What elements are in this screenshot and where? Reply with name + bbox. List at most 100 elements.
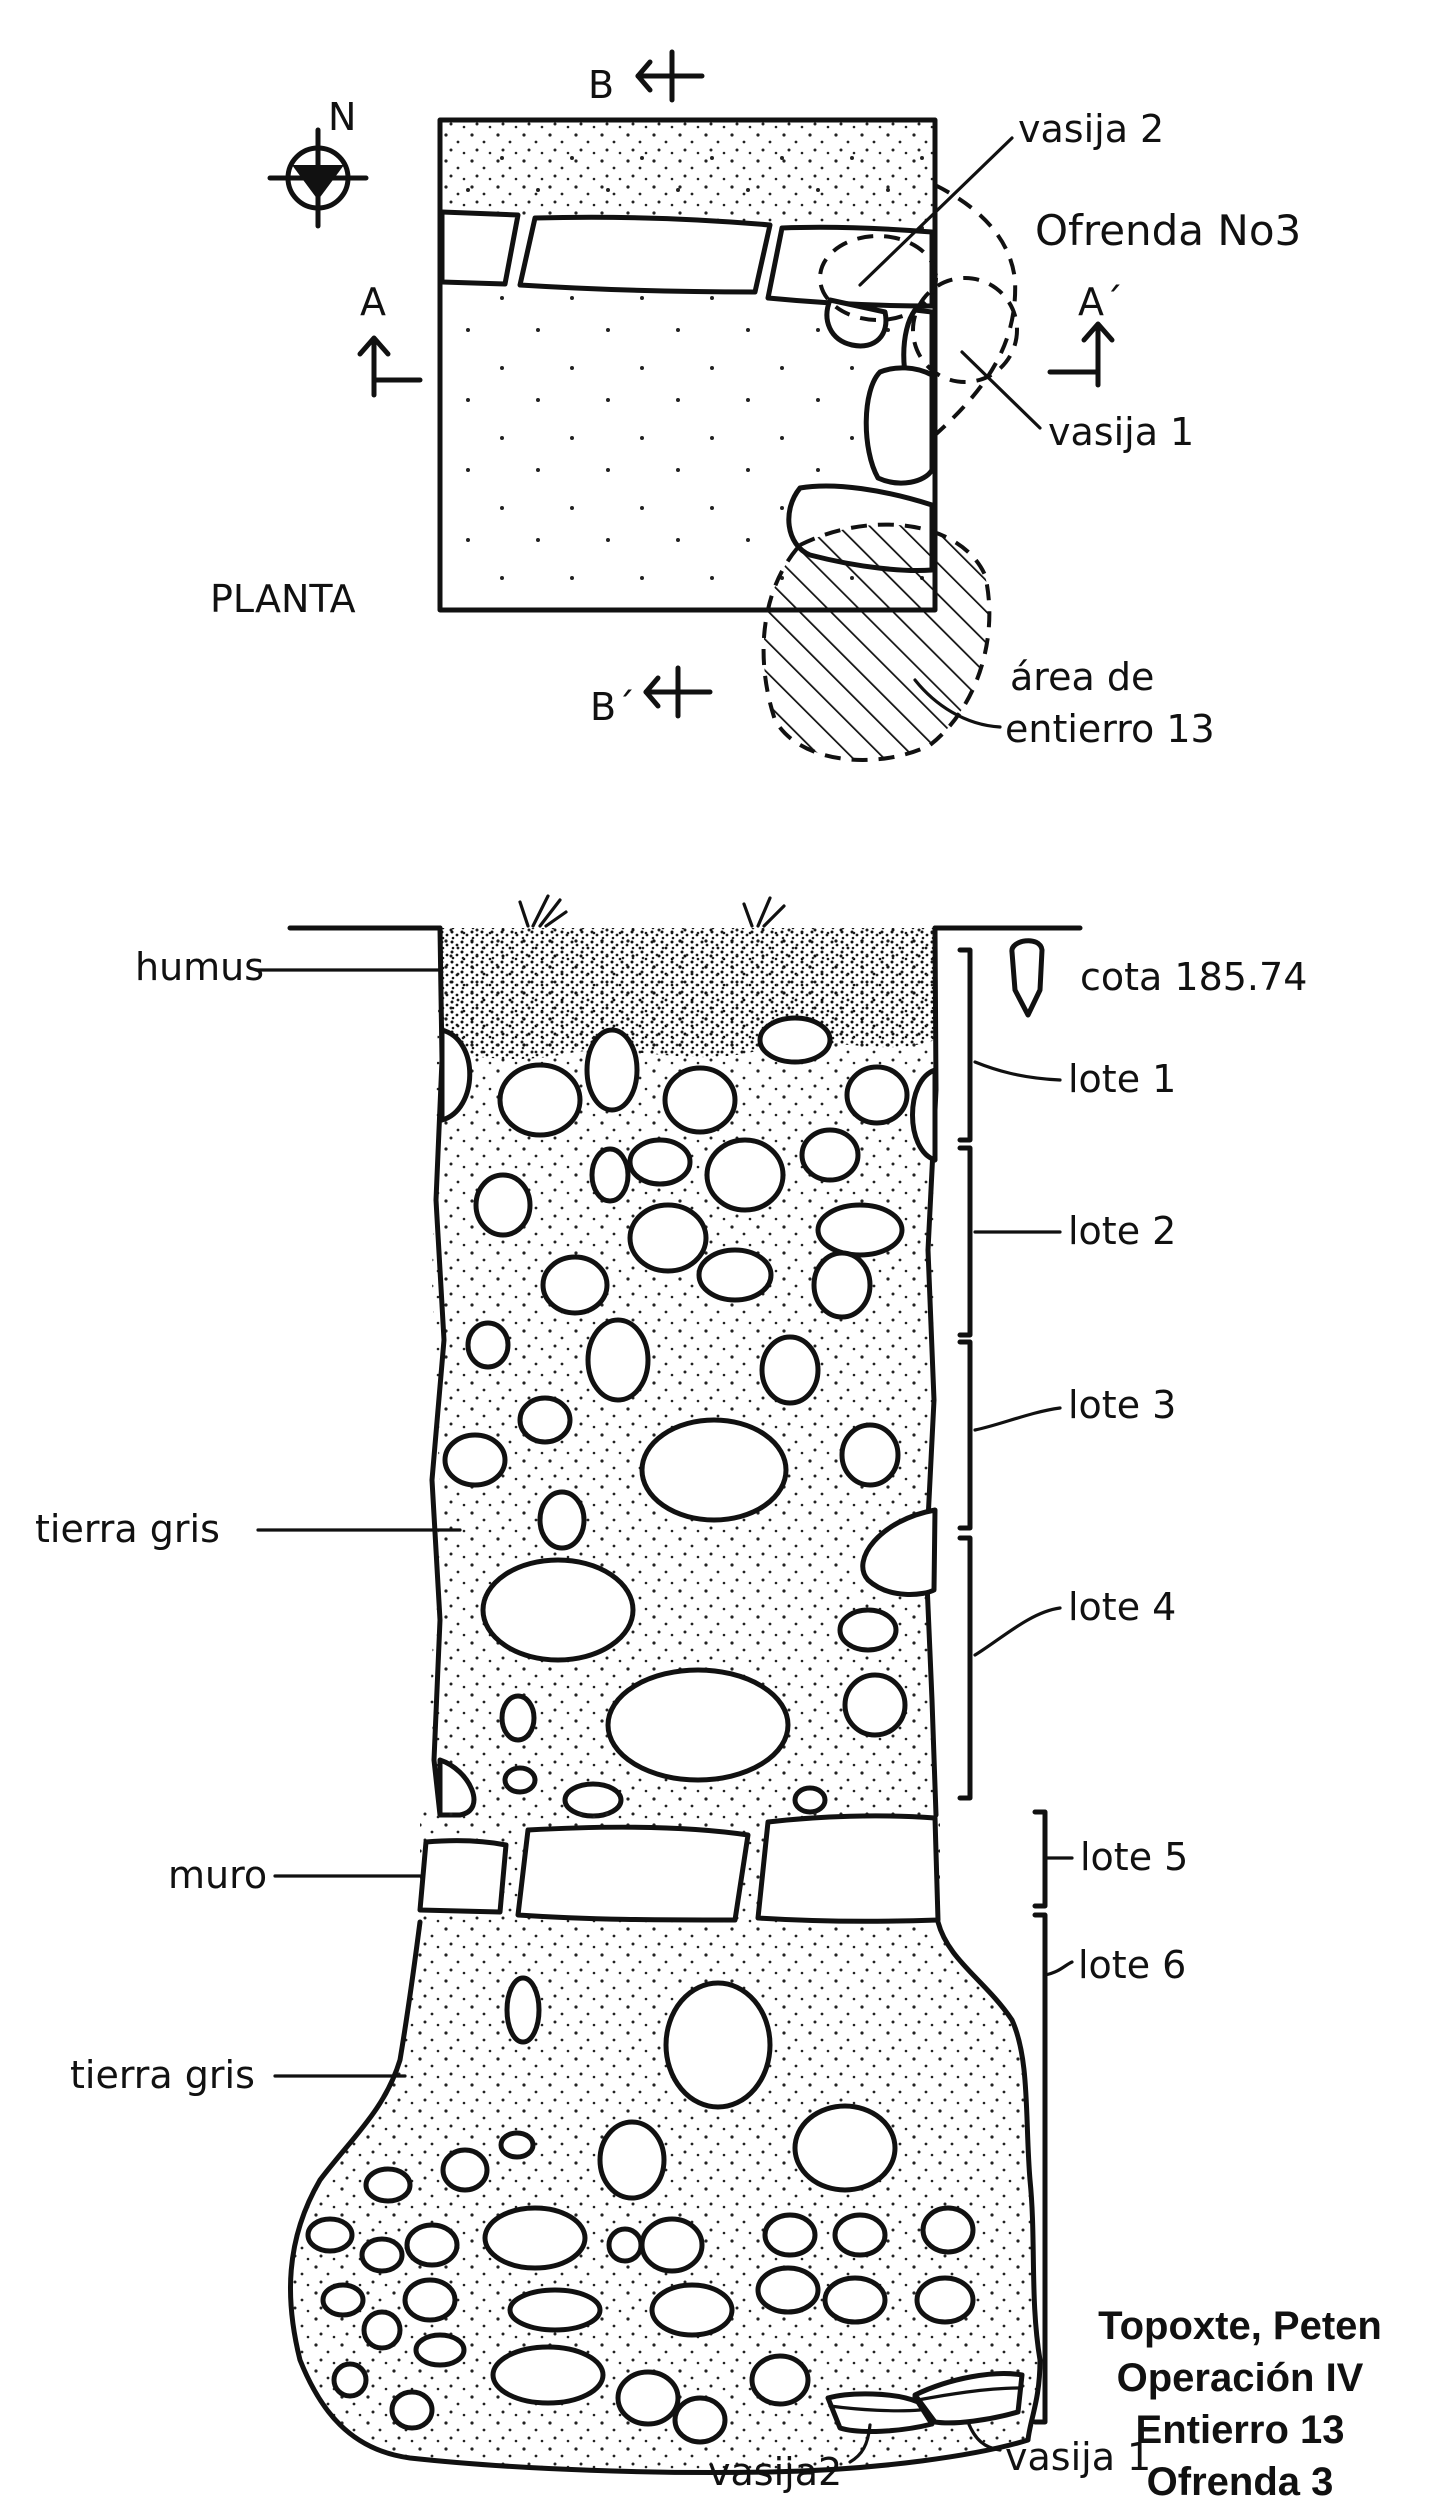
bracket-lote-1 (957, 947, 973, 1143)
stone (822, 2275, 888, 2325)
vessel-2-outline (818, 234, 938, 322)
plan-wall-stone-2 (517, 214, 773, 295)
north-label: N (328, 95, 356, 139)
lower-chamber-stones (305, 1975, 976, 2445)
bracket-lote-2 (957, 1145, 973, 1338)
site-title-block: Topoxte, Peten Operación IV Entierro 13 … (1060, 2300, 1420, 2508)
offering-label: Ofrenda No3 (1035, 206, 1301, 255)
section-vessel-1 (912, 2371, 1025, 2426)
burial-leader (913, 678, 1002, 729)
section-marker-b-top: B (588, 49, 705, 107)
stone (605, 1667, 791, 1783)
stone (363, 2166, 413, 2204)
stone (359, 2236, 405, 2274)
stone (639, 1417, 789, 1523)
section-a-prime-label: A´ (1078, 280, 1123, 324)
lote-1-label: lote 1 (1068, 1057, 1176, 1101)
lote-5-label: lote 5 (1080, 1835, 1188, 1879)
stone (439, 1027, 473, 1123)
profile-leaders (254, 968, 1074, 2464)
muro-label: muro (168, 1853, 267, 1897)
bracket-lote-3 (957, 1339, 973, 1531)
stone (704, 1137, 786, 1213)
stone (320, 2282, 366, 2318)
section-marker-a-right: A´ (1047, 280, 1123, 388)
stone (597, 2119, 667, 2201)
lote-6-label: lote 6 (1078, 1943, 1186, 1987)
stone (860, 1507, 938, 1597)
tierra-gris-upper-label: tierra gris (35, 1507, 220, 1551)
stone (331, 2361, 369, 2399)
bracket-lote-6 (1032, 1912, 1048, 2425)
stone (585, 1317, 651, 1403)
stone (815, 1202, 905, 1258)
stone (497, 1062, 583, 1138)
plan-unit-outline (437, 117, 938, 613)
plan-view-label: PLANTA (210, 577, 356, 621)
section-vessel-1-label: vasija 1 (1005, 2435, 1151, 2479)
stone (490, 2344, 606, 2406)
stone (537, 1489, 587, 1551)
stone (473, 1172, 533, 1238)
stone (465, 1320, 511, 1370)
cota-label: cota 185.74 (1080, 955, 1307, 999)
section-marker-a-left: A (357, 280, 423, 398)
wall-stone-middle (515, 1824, 751, 1923)
stone (442, 1432, 508, 1488)
section-vessel-2 (825, 2391, 935, 2434)
stone (920, 2205, 976, 2255)
vessel-1-outline (911, 276, 1019, 384)
stone (562, 1781, 624, 1819)
stone (589, 1146, 631, 1204)
stone (507, 2287, 603, 2333)
bracket-lote-4 (957, 1535, 973, 1801)
vessel-2-leader (858, 136, 1014, 287)
vessel-2-label: vasija 2 (1018, 107, 1164, 151)
lower-chamber-fill (290, 1922, 1040, 2473)
profile-view: humus cota 185.74 lote 1 lote 2 lote 3 l… (35, 894, 1307, 2494)
stone (639, 2216, 705, 2274)
stone (839, 1422, 901, 1488)
vessel-1-leader (960, 350, 1042, 430)
tierra-gris-lower-label: tierra gris (70, 2053, 255, 2097)
stone (402, 2277, 458, 2323)
stone (389, 2389, 435, 2431)
lower-chamber-outline (288, 1919, 1043, 2475)
burial-area-label-line2: entierro 13 (1005, 707, 1215, 751)
stone (844, 1064, 910, 1126)
plan-stone-6 (863, 365, 935, 486)
stone (627, 1137, 693, 1187)
stone (759, 1334, 821, 1406)
stone (615, 2369, 681, 2427)
stone (504, 1975, 542, 2045)
humus-layer (440, 928, 935, 1060)
title-line-site: Topoxte, Peten (1098, 2304, 1382, 2348)
offering-outline (933, 183, 1018, 437)
stone (663, 1980, 773, 2110)
section-vessel-2-label: vasija2 (708, 2450, 842, 2494)
stone (914, 2275, 976, 2325)
section-b-prime-label: B´ (590, 685, 635, 729)
upper-shaft-stones (437, 1015, 938, 1819)
title-line-burial: Entierro 13 (1135, 2408, 1345, 2452)
plan-wall-stone-1 (439, 209, 521, 287)
stone (832, 2212, 888, 2258)
title-line-operation: Operación IV (1116, 2356, 1364, 2400)
stone (517, 1395, 573, 1445)
stone (480, 1557, 636, 1663)
stone (762, 2212, 818, 2258)
burial-area-label-line1: área de (1010, 655, 1154, 699)
section-vessels (825, 2371, 1025, 2434)
section-marker-b-bottom: B´ (590, 665, 713, 729)
humus-label: humus (135, 945, 264, 989)
stone (755, 2265, 821, 2315)
stone (502, 1765, 538, 1795)
stone (540, 1254, 610, 1316)
stone (792, 1785, 828, 1815)
lote-3-label: lote 3 (1068, 1383, 1176, 1427)
plan-view: N B B´ (210, 49, 1301, 762)
stone (413, 2332, 467, 2368)
stone (792, 2103, 898, 2193)
stone (606, 2226, 644, 2264)
north-arrow-icon: N (267, 95, 369, 229)
